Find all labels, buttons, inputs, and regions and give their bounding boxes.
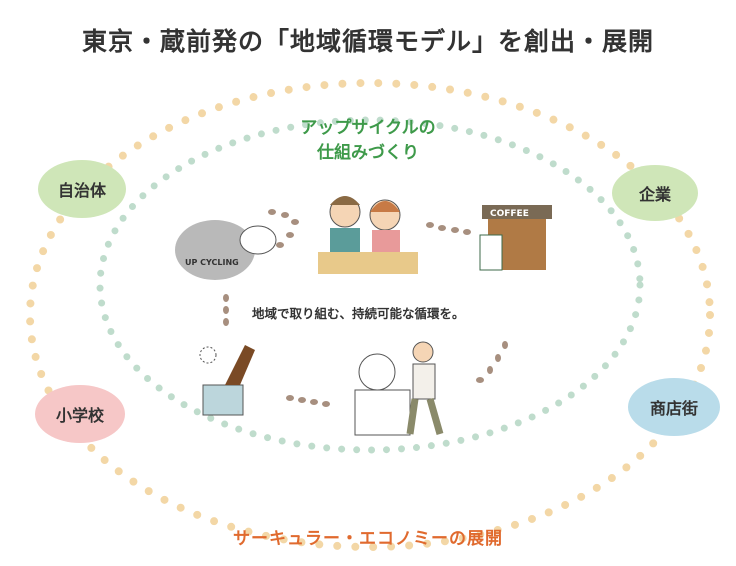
stakeholder-bubble-shopping-street: 商店街 (628, 378, 720, 436)
coffee-shop-illustration: COFFEE (479, 205, 552, 271)
coffee-grounds-bin-illustration (199, 345, 255, 416)
stakeholder-label: 小学校 (55, 406, 104, 425)
upcycle-heading-line-2: 仕組みづくり (317, 143, 419, 163)
upcycle-heading: アップサイクルの 仕組みづくり (268, 116, 468, 166)
outer-dotted-ellipse (26, 79, 714, 551)
stakeholder-bubble-companies: 企業 (612, 165, 698, 221)
upcycle-heading-line-1: アップサイクルの (300, 118, 436, 138)
center-message: 地域で取り組む、持続可能な循環を。 (252, 306, 465, 321)
inner-dotted-ellipse (96, 116, 644, 454)
circular-economy-heading: サーキュラー・エコノミーの展開 (233, 529, 503, 549)
stakeholder-label: 企業 (638, 185, 671, 204)
stakeholder-label: 商店街 (649, 399, 698, 418)
delivery-cart-illustration (354, 341, 444, 436)
stakeholder-bubble-local-government: 自治体 (38, 160, 126, 218)
stakeholder-label: 自治体 (57, 181, 106, 200)
stakeholder-bubble-elementary-school: 小学校 (35, 385, 125, 443)
page-title: 東京・蔵前発の「地域循環モデル」を創出・展開 (81, 27, 654, 56)
coffee-bean-trails (223, 209, 508, 407)
people-cafe-illustration (318, 196, 418, 274)
upcycling-label: UP CYCLING (185, 258, 239, 267)
upcycling-cloud-illustration: UP CYCLING (175, 220, 277, 280)
coffee-sign: COFFEE (490, 209, 529, 219)
